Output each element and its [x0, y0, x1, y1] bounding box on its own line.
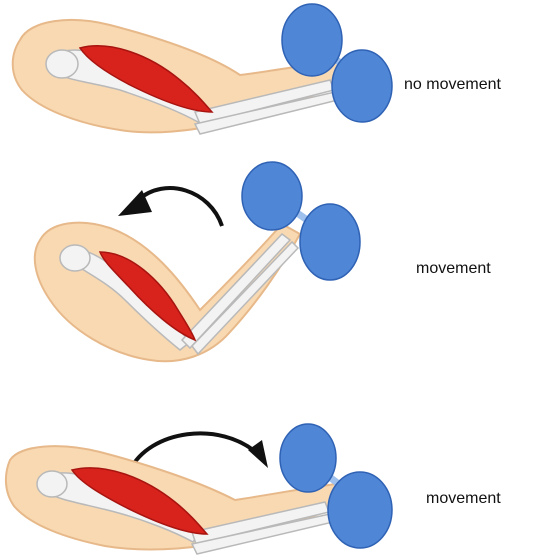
panel-movement-flexion: movement [0, 160, 541, 380]
curved-arrow-icon [118, 188, 222, 226]
panel-label: movement [416, 260, 491, 278]
panel-label: movement [426, 490, 501, 508]
curved-arrow-icon [130, 433, 268, 470]
panel-movement-extension: movement [0, 410, 541, 560]
arm-icon [35, 223, 300, 362]
panel-no-movement: no movement [0, 0, 541, 170]
panel-label: no movement [404, 76, 501, 94]
arm-illustration-extension [0, 410, 541, 560]
